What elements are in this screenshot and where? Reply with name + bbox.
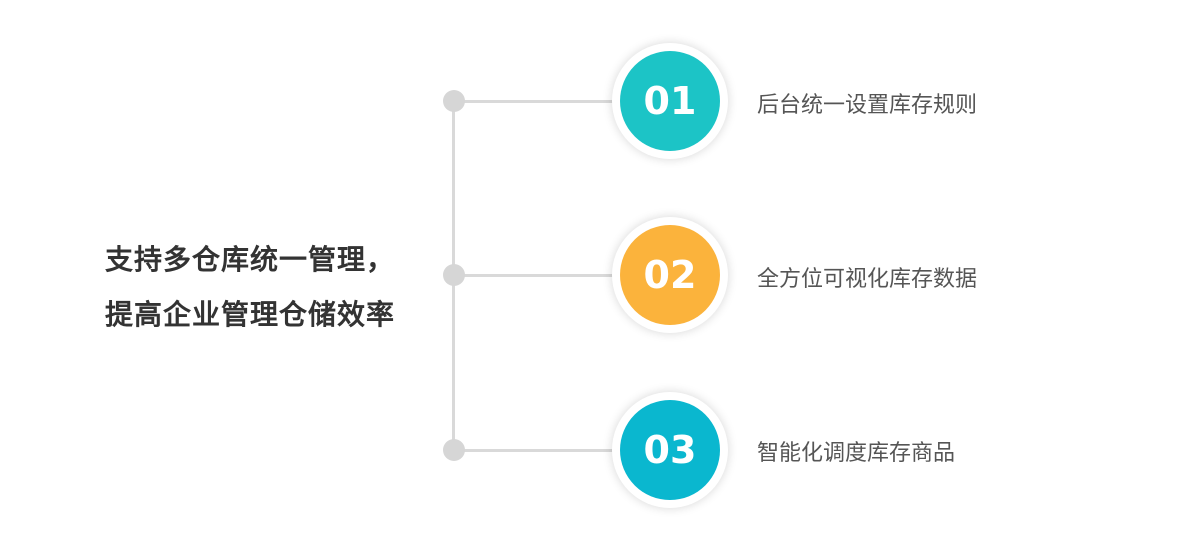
- step-label-2: 全方位可视化库存数据: [757, 267, 978, 292]
- connector-branch-1: [453, 100, 618, 103]
- connector-node-3: [443, 439, 465, 461]
- connector-node-2: [443, 264, 465, 286]
- step-label-1: 后台统一设置库存规则: [757, 93, 978, 118]
- step-badge-3: 03: [612, 392, 728, 508]
- step-number-3: 03: [620, 400, 720, 500]
- connector-branch-2: [453, 274, 618, 277]
- step-badge-2: 02: [612, 217, 728, 333]
- step-number-1: 01: [620, 51, 720, 151]
- connector-node-1: [443, 90, 465, 112]
- connector-branch-3: [453, 449, 618, 452]
- headline-line-1: 支持多仓库统一管理，: [105, 243, 396, 276]
- step-badge-1: 01: [612, 43, 728, 159]
- step-label-3: 智能化调度库存商品: [757, 441, 956, 466]
- step-number-2: 02: [620, 225, 720, 325]
- headline: 支持多仓库统一管理， 提高企业管理仓储效率: [105, 232, 445, 342]
- headline-line-2: 提高企业管理仓储效率: [105, 298, 396, 331]
